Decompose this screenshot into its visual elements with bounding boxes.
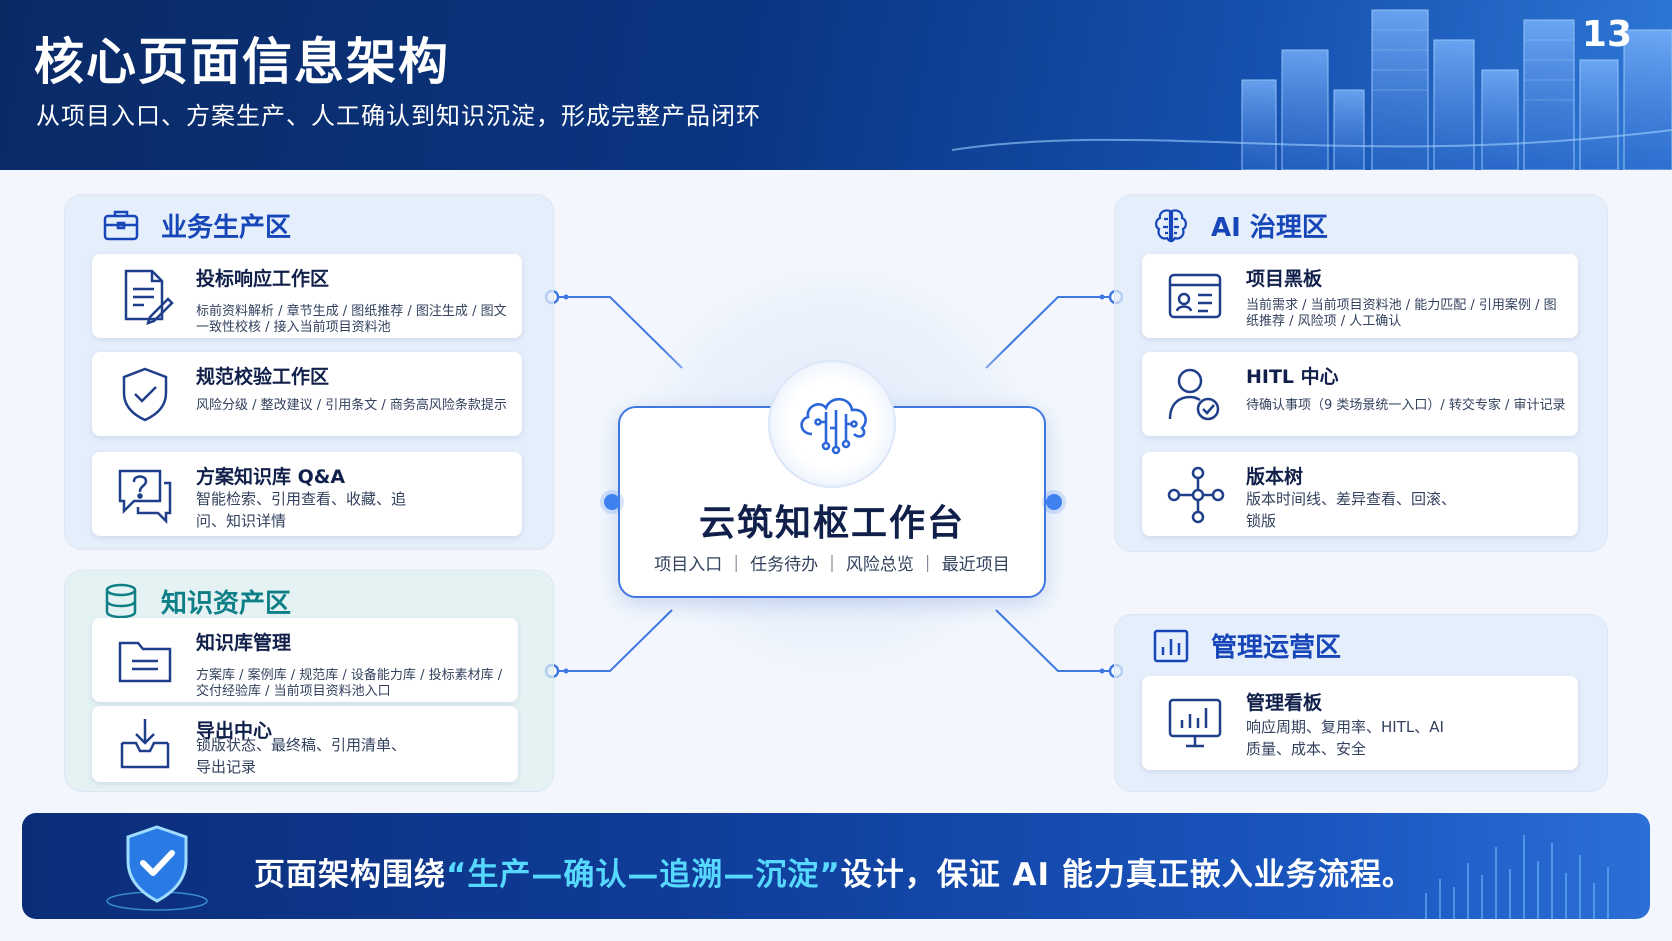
card-hitl-center[interactable]: HITL 中心 待确认事项（9 类场景统一入口）/ 转交专家 / 审计记录: [1142, 352, 1578, 436]
bar-chart-icon: [1153, 629, 1189, 663]
zone-title: 业务生产区: [101, 205, 291, 245]
document-edit-icon: [124, 269, 174, 325]
cloud-brain-icon: [800, 397, 867, 455]
export-tray-icon: [120, 719, 170, 769]
card-description: 锁版状态、最终稿、引用清单、导出记录: [196, 736, 407, 776]
banner-highlight: “生产—确认—追溯—沉淀”: [446, 857, 841, 893]
version-tree-icon: [1167, 466, 1225, 524]
shield-check-icon: [106, 825, 208, 911]
card-description: 智能检索、引用查看、收藏、追问、知识详情: [196, 490, 407, 530]
card-description: 风险分级 / 整改建议 / 引用条文 / 商务高风险条款提示: [196, 398, 507, 413]
card-title: 投标响应工作区: [196, 268, 330, 290]
card-knowledge-qa[interactable]: 方案知识库 Q&A 智能检索、引用查看、收藏、追问、知识详情: [92, 452, 522, 536]
summary-banner: 页面架构围绕“生产—确认—追溯—沉淀”设计，保证 AI 能力真正嵌入业务流程。: [22, 813, 1650, 919]
zone-title: 管理运营区: [1151, 625, 1341, 665]
folder-icon: [118, 641, 172, 683]
card-title: 版本树: [1246, 466, 1304, 488]
card-project-blackboard[interactable]: 项目黑板 当前需求 / 当前项目资料池 / 能力匹配 / 引用案例 / 图纸推荐…: [1142, 254, 1578, 338]
card-title: HITL 中心: [1246, 366, 1339, 388]
page-title: 核心页面信息架构: [34, 33, 450, 91]
card-description: 版本时间线、差异查看、回滚、锁版: [1246, 490, 1457, 530]
card-knowledge-base-management[interactable]: 知识库管理 方案库 / 案例库 / 规范库 / 设备能力库 / 投标素材库 / …: [92, 618, 518, 702]
zone-title: AI 治理区: [1151, 205, 1328, 245]
card-bid-response-workspace[interactable]: 投标响应工作区 标前资料解析 / 章节生成 / 图纸推荐 / 图注生成 / 图文…: [92, 254, 522, 338]
center-left-node: [604, 494, 620, 510]
center-right-node: [1046, 494, 1062, 510]
page-number: 13: [1581, 14, 1632, 55]
city-skyline-illustration: [952, 9, 1672, 170]
card-title: 管理看板: [1246, 692, 1323, 714]
card-description: 方案库 / 案例库 / 规范库 / 设备能力库 / 投标素材库 / 交付经验库 …: [196, 668, 503, 699]
database-icon: [105, 583, 137, 619]
card-title: 规范校验工作区: [196, 366, 330, 388]
page-subtitle: 从项目入口、方案生产、人工确认到知识沉淀，形成完整产品闭环: [36, 102, 761, 130]
user-check-icon: [1168, 368, 1220, 421]
card-description: 当前需求 / 当前项目资料池 / 能力匹配 / 引用案例 / 图纸推荐 / 风险…: [1246, 298, 1557, 329]
banner-statement: 页面架构围绕“生产—确认—追溯—沉淀”设计，保证 AI 能力真正嵌入业务流程。: [254, 857, 1414, 893]
center-title: 云筑知枢工作台: [698, 503, 965, 544]
card-export-center[interactable]: 导出中心 锁版状态、最终稿、引用清单、导出记录: [92, 706, 518, 782]
shield-check-icon: [122, 367, 168, 422]
header: 核心页面信息架构 从项目入口、方案生产、人工确认到知识沉淀，形成完整产品闭环 1…: [0, 0, 1672, 170]
brain-icon: [1155, 209, 1187, 243]
question-chat-icon: [118, 469, 172, 525]
card-title: 项目黑板: [1246, 268, 1323, 290]
card-description: 待确认事项（9 类场景统一入口）/ 转交专家 / 审计记录: [1246, 398, 1566, 413]
decorative-bar-lines: [1425, 835, 1609, 919]
center-quick-links: 项目入口 ｜ 任务待办 ｜ 风险总览 ｜ 最近项目: [654, 555, 1010, 575]
card-title: 方案知识库 Q&A: [196, 466, 346, 488]
card-version-tree[interactable]: 版本树 版本时间线、差异查看、回滚、锁版: [1142, 452, 1578, 536]
card-description: 响应周期、复用率、HITL、AI 质量、成本、安全: [1246, 718, 1444, 758]
card-title: 导出中心: [196, 720, 273, 742]
card-spec-check-workspace[interactable]: 规范校验工作区 风险分级 / 整改建议 / 引用条文 / 商务高风险条款提示: [92, 352, 522, 436]
briefcase-icon: [103, 210, 139, 241]
board-icon: [1168, 273, 1222, 319]
monitor-chart-icon: [1168, 698, 1222, 748]
center-emblem: [768, 360, 896, 488]
card-title: 知识库管理: [196, 632, 292, 654]
card-description: 标前资料解析 / 章节生成 / 图纸推荐 / 图注生成 / 图文一致性校核 / …: [196, 304, 507, 335]
card-management-dashboard[interactable]: 管理看板 响应周期、复用率、HITL、AI 质量、成本、安全: [1142, 676, 1578, 770]
zone-title: 知识资产区: [101, 581, 291, 621]
